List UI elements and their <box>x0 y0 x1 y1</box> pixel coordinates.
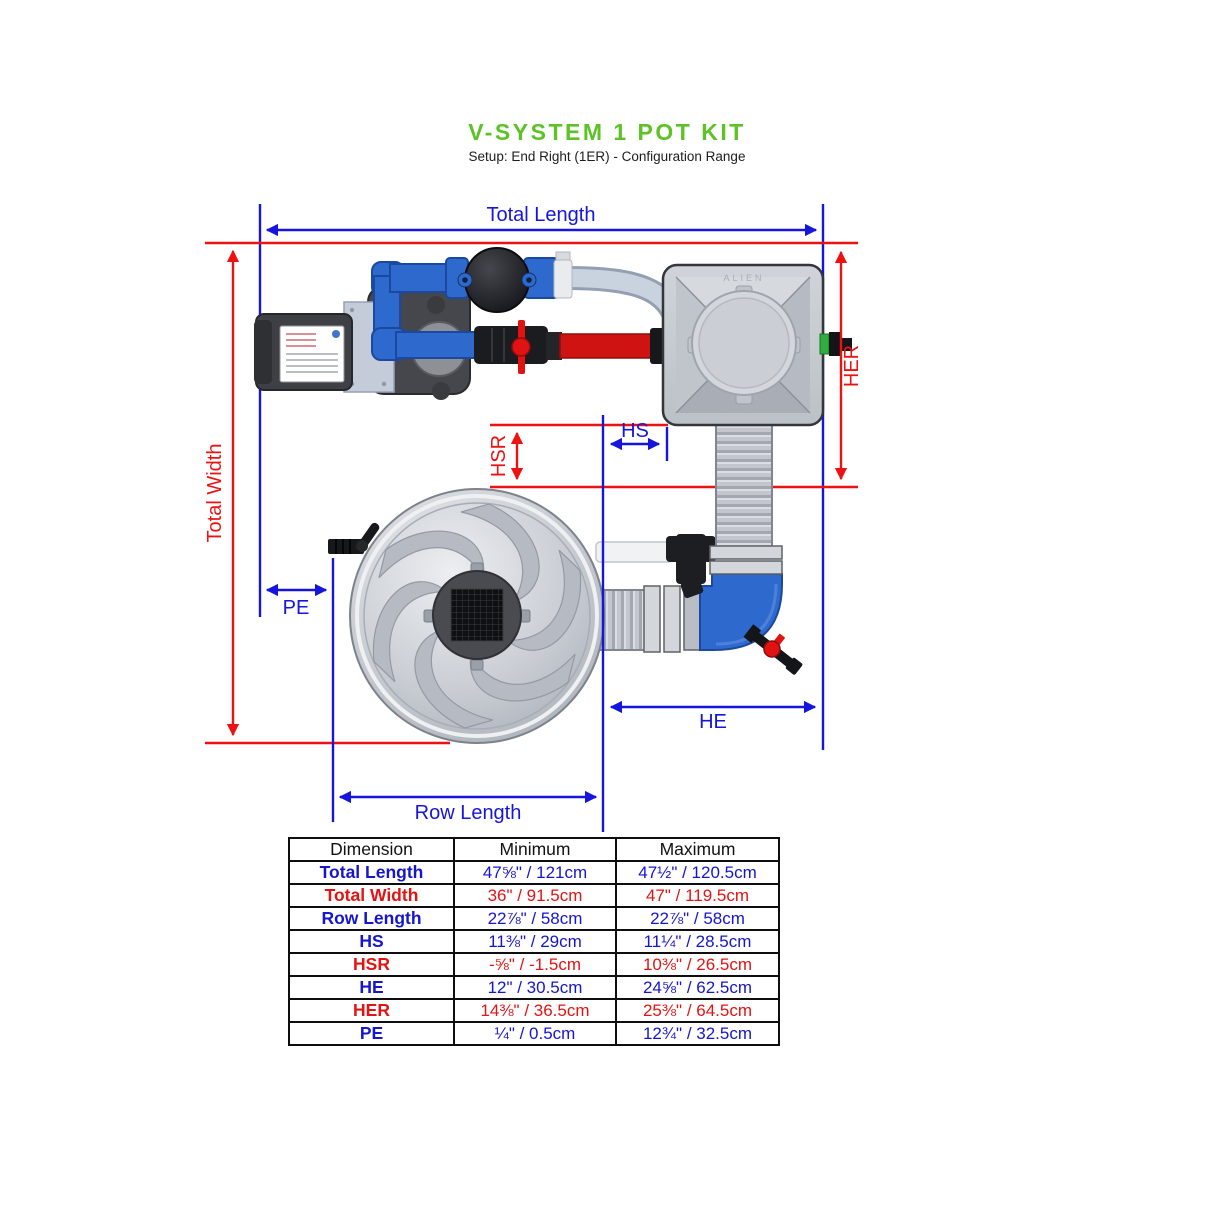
dim-row-length: Row Length <box>338 790 598 824</box>
dim-label-her: HER <box>841 345 863 387</box>
dim-he: HE <box>609 700 817 733</box>
hose-clamp-left <box>643 585 701 653</box>
elbow-drain-valve <box>743 624 803 675</box>
dim-label-cell: Row Length <box>288 906 455 931</box>
tank-brand-text-top: ALIEN <box>723 273 764 283</box>
dim-label-cell: HSR <box>288 952 455 977</box>
page-title: V-SYSTEM 1 POT KIT <box>468 119 746 145</box>
table-row: PE ¼" / 0.5cm 12¾" / 32.5cm <box>288 1021 780 1046</box>
dim-label-cell: HS <box>288 929 455 954</box>
dim-label-hsr: HSR <box>488 435 510 477</box>
table-row: Total Length 47⅝" / 121cm 47½" / 120.5cm <box>288 860 780 885</box>
dim-label-cell: Total Width <box>288 883 455 908</box>
max-value-cell: 47" / 119.5cm <box>615 883 780 908</box>
max-value-cell: 12¾" / 32.5cm <box>615 1021 780 1046</box>
dimensions-table: Dimension Minimum Maximum Total Length 4… <box>288 837 780 1046</box>
pot-mesh-grate <box>450 588 504 642</box>
dim-label-he: HE <box>699 711 727 733</box>
max-value-cell: 11¼" / 28.5cm <box>615 929 780 954</box>
dim-her: HER <box>834 250 863 481</box>
dim-label-cell: HER <box>288 998 455 1023</box>
dim-label-cell: Total Length <box>288 860 455 885</box>
tank-brand-text-bottom: ALIEN <box>723 404 764 414</box>
max-value-cell: 10⅜" / 26.5cm <box>615 952 780 977</box>
table-header-row: Dimension Minimum Maximum <box>288 837 780 862</box>
blue-elbow <box>699 573 783 651</box>
max-value-cell: 25⅜" / 64.5cm <box>615 998 780 1023</box>
dim-label-pe: PE <box>283 597 310 619</box>
dim-hsr: HSR <box>488 423 668 481</box>
col-header-dimension: Dimension <box>288 837 455 862</box>
label-dot <box>332 330 340 338</box>
max-value-cell: 24⅝" / 62.5cm <box>615 975 780 1000</box>
flexible-hose <box>565 266 690 330</box>
col-header-maximum: Maximum <box>615 837 780 862</box>
dim-label-hs: HS <box>621 420 649 442</box>
dim-hs: HS <box>601 415 669 832</box>
dim-total-length: Total Length <box>265 204 818 237</box>
min-value-cell: ¼" / 0.5cm <box>453 1021 617 1046</box>
min-value-cell: -⅝" / -1.5cm <box>453 952 617 977</box>
table-row: HE 12" / 30.5cm 24⅝" / 62.5cm <box>288 975 780 1000</box>
pot-drain-valve <box>328 522 380 554</box>
red-pipe <box>559 333 657 359</box>
dim-total-width: Total Width <box>204 249 240 737</box>
reservoir-tank: ALIEN ALIEN <box>661 263 852 427</box>
min-value-cell: 14⅜" / 36.5cm <box>453 998 617 1023</box>
min-value-cell: 47⅝" / 121cm <box>453 860 617 885</box>
dimension-lines: Total Length Total Width HSR HS <box>204 204 863 832</box>
min-value-cell: 22⅞" / 58cm <box>453 906 617 931</box>
table-row: HS 11⅜" / 29cm 11¼" / 28.5cm <box>288 929 780 954</box>
min-value-cell: 12" / 30.5cm <box>453 975 617 1000</box>
page-subtitle: Setup: End Right (1ER) - Configuration R… <box>468 149 746 164</box>
table-row: HER 14⅜" / 36.5cm 25⅜" / 64.5cm <box>288 998 780 1023</box>
dim-pe: PE <box>265 558 335 822</box>
min-value-cell: 11⅜" / 29cm <box>453 929 617 954</box>
min-value-cell: 36" / 91.5cm <box>453 883 617 908</box>
col-header-minimum: Minimum <box>453 837 617 862</box>
dim-label-cell: PE <box>288 1021 455 1046</box>
corrugated-pipe-vertical <box>715 422 773 550</box>
header: V-SYSTEM 1 POT KIT Setup: End Right (1ER… <box>0 119 1214 164</box>
white-pipe <box>595 541 673 563</box>
table-row: Row Length 22⅞" / 58cm 22⅞" / 58cm <box>288 906 780 931</box>
table-row: Total Width 36" / 91.5cm 47" / 119.5cm <box>288 883 780 908</box>
motor-label <box>279 325 345 383</box>
grow-pot <box>328 488 606 744</box>
max-value-cell: 47½" / 120.5cm <box>615 860 780 885</box>
tee-fitting <box>666 534 716 599</box>
dim-label-cell: HE <box>288 975 455 1000</box>
hose-connector <box>553 251 573 299</box>
max-value-cell: 22⅞" / 58cm <box>615 906 780 931</box>
dim-label-total-width: Total Width <box>204 444 226 543</box>
dim-label-row-length: Row Length <box>415 802 522 824</box>
pump-outlet-valve <box>474 320 562 374</box>
hose-clamp-top <box>709 545 783 575</box>
table-row: HSR -⅝" / -1.5cm 10⅜" / 26.5cm <box>288 952 780 977</box>
dim-label-total-length: Total Length <box>487 204 596 226</box>
round-pump-unit <box>457 247 537 313</box>
